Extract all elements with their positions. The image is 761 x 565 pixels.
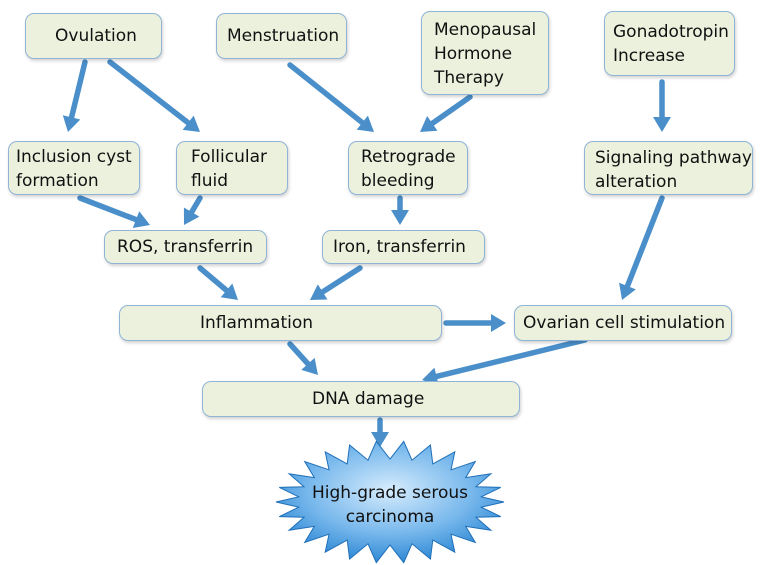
- node-inclusion-cyst-label: Inclusion cyst formation: [16, 147, 132, 191]
- arrow-inflammation-to-dna_damage: [287, 341, 311, 367]
- arrowhead-ovarian_stimulation-to-dna_damage: [422, 367, 439, 386]
- arrow-ros_transferrin-to-inflammation: [197, 265, 230, 294]
- arrows-layer: [62, 59, 671, 447]
- arrowhead-signaling_alteration-to-ovarian_stimulation: [619, 282, 636, 300]
- arrow-follicular_fluid-to-ros_transferrin: [188, 195, 203, 215]
- carcinoma-burst-shape: [275, 440, 505, 564]
- node-signaling-alteration: Signaling pathway alteration: [584, 141, 753, 195]
- node-ovarian-stimulation-label: Ovarian cell stimulation: [523, 313, 726, 333]
- arrow-menopausal_hrt-to-retrograde_bleeding: [429, 94, 473, 127]
- node-gonadotropin: Gonadotropin Increase: [604, 11, 735, 76]
- arrowhead-follicular_fluid-to-ros_transferrin: [183, 207, 200, 225]
- node-inflammation-label: Inflammation: [200, 313, 314, 333]
- arrowhead-ovulation-to-follicular_fluid: [182, 115, 200, 132]
- arrowhead-ros_transferrin-to-inflammation: [220, 283, 238, 300]
- node-gonadotropin-label: Gonadotropin Increase: [613, 22, 729, 66]
- arrowhead-dna_damage-to-carcinoma: [371, 432, 389, 447]
- node-ovarian-stimulation: Ovarian cell stimulation: [514, 305, 732, 341]
- node-follicular-fluid-label: Follicular fluid: [191, 147, 267, 191]
- arrowhead-menopausal_hrt-to-retrograde_bleeding: [420, 116, 438, 132]
- node-ovulation-label: Ovulation: [55, 26, 137, 46]
- arrow-ovarian_stimulation-to-dna_damage: [433, 337, 588, 380]
- node-follicular-fluid: Follicular fluid: [176, 141, 288, 195]
- arrowhead-inflammation-to-dna_damage: [301, 357, 318, 375]
- node-menstruation: Menstruation: [216, 13, 347, 59]
- node-inflammation: Inflammation: [119, 305, 442, 341]
- arrowhead-inflammation-to-ovarian_stimulation: [491, 314, 506, 332]
- node-menopausal-hrt-label: Menopausal Hormone Therapy: [434, 20, 537, 88]
- arrow-ovulation-to-follicular_fluid: [107, 59, 191, 126]
- arrowhead-menstruation-to-retrograde_bleeding: [356, 115, 374, 132]
- arrowhead-retrograde_bleeding-to-iron_transferrin: [391, 210, 409, 225]
- arrow-menstruation-to-retrograde_bleeding: [287, 62, 366, 126]
- arrowhead-iron_transferrin-to-inflammation: [310, 284, 328, 300]
- node-iron-transferrin-label: Iron, transferrin: [333, 237, 466, 257]
- arrow-inclusion_cyst-to-ros_transferrin: [77, 195, 139, 223]
- node-ovulation: Ovulation: [25, 13, 162, 59]
- node-dna-damage-label: DNA damage: [312, 389, 425, 409]
- arrowhead-inclusion_cyst-to-ros_transferrin: [132, 211, 150, 228]
- node-menstruation-label: Menstruation: [227, 26, 340, 46]
- node-retrograde-bleeding-label: Retrograde bleeding: [361, 147, 456, 191]
- node-dna-damage: DNA damage: [202, 381, 520, 417]
- node-ros-transferrin: ROS, transferrin: [104, 230, 267, 264]
- node-retrograde-bleeding: Retrograde bleeding: [348, 141, 468, 195]
- node-inclusion-cyst: Inclusion cyst formation: [8, 141, 140, 195]
- node-ros-transferrin-label: ROS, transferrin: [117, 237, 254, 257]
- arrowhead-gonadotropin-to-signaling_alteration: [653, 117, 671, 132]
- node-signaling-alteration-label: Signaling pathway alteration: [595, 148, 752, 192]
- arrow-ovulation-to-inclusion_cyst: [68, 59, 88, 121]
- node-carcinoma-label: High-grade serous carcinoma: [311, 483, 469, 527]
- arrow-signaling_alteration-to-ovarian_stimulation: [624, 195, 665, 289]
- node-iron-transferrin: Iron, transferrin: [322, 230, 485, 264]
- arrowhead-ovulation-to-inclusion_cyst: [62, 115, 81, 132]
- node-menopausal-hrt: Menopausal Hormone Therapy: [421, 11, 549, 95]
- arrow-iron_transferrin-to-inflammation: [319, 265, 363, 295]
